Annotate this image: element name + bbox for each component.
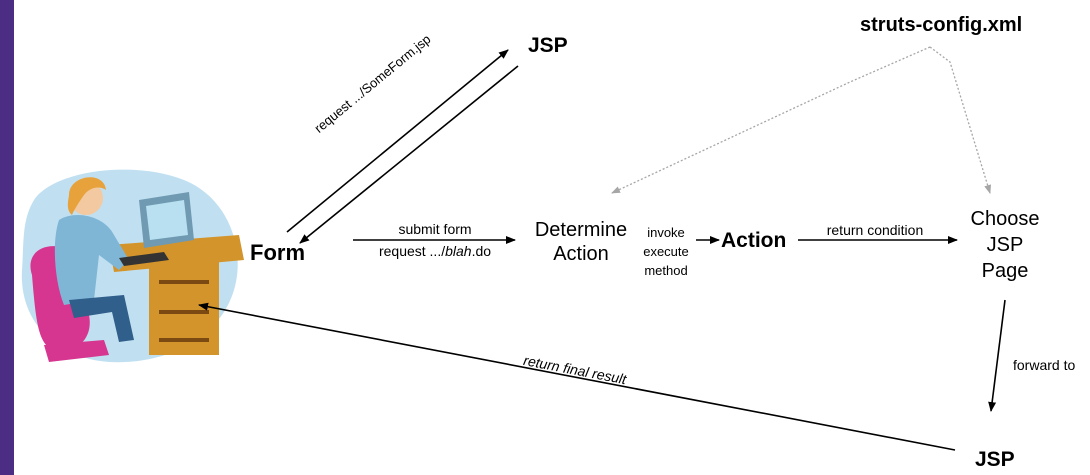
config-link-to-determine [611, 46, 931, 194]
jsp-top-node: JSP [528, 34, 568, 57]
slide-left-edge [0, 0, 14, 475]
user-at-computer-clipart [14, 140, 249, 380]
jsp-bottom-node: JSP [975, 448, 1015, 471]
arrow-jsp-top-to-form [299, 65, 519, 244]
determine-line2: Action [553, 243, 609, 265]
request-blah-prefix: request .../ [378, 243, 446, 259]
choose-line1: Choose [970, 208, 1040, 230]
arrow-jsp-bottom-to-form [198, 302, 956, 451]
action-node: Action [721, 229, 787, 252]
config-link-to-choose [929, 46, 992, 194]
form-node: Form [250, 240, 305, 265]
determine-line1: Determine [534, 219, 628, 241]
arrow-choose-to-jsp-bottom [988, 299, 1006, 412]
return-condition-label: return condition [826, 222, 924, 238]
forward-to-label: forward to [1013, 357, 1076, 373]
submit-form-label: submit form [398, 221, 472, 237]
determine-action-node: Determine Action [521, 218, 641, 266]
arrow-form-to-jsp-top [286, 49, 509, 233]
request-blah-italic: blah [445, 243, 472, 259]
request-blah-label: request .../blah.do [355, 244, 515, 258]
invoke-line3: method [644, 262, 688, 278]
choose-jsp-page-node: Choose JSP Page [950, 206, 1060, 284]
invoke-line2: execute [643, 243, 689, 259]
struts-config-node: struts-config.xml [860, 14, 1023, 36]
choose-line3: Page [981, 260, 1029, 282]
invoke-line1: invoke [647, 225, 685, 240]
invoke-execute-label: invoke execute method [634, 224, 698, 281]
request-blah-suffix: .do [471, 243, 492, 259]
choose-line2: JSP [986, 234, 1024, 256]
